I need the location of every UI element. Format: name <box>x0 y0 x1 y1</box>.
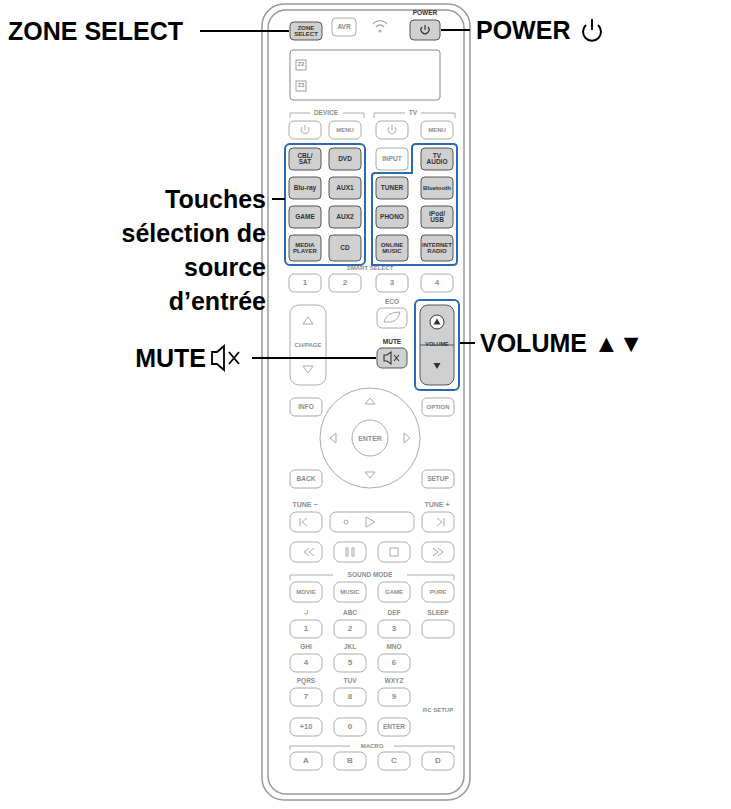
key-label: 3 <box>390 279 394 287</box>
key-label: 6 <box>392 659 396 667</box>
key-label: MOVIE <box>296 589 315 595</box>
key-label: DEF <box>388 610 401 617</box>
key-label: INPUT <box>382 156 402 163</box>
key-label: +10 <box>300 723 313 731</box>
key-label: TUV <box>344 678 357 685</box>
key-label: 5 <box>348 659 352 667</box>
key-label: PHONO <box>380 214 404 221</box>
key-label: MUSIC <box>340 589 359 595</box>
key-label: B <box>347 757 353 765</box>
key-label: TUNE + <box>424 501 449 508</box>
key-label: GAME <box>295 214 315 221</box>
key-label: JKL <box>344 644 356 651</box>
key-label: 7 <box>304 693 308 701</box>
key-label: ENTER <box>358 435 382 442</box>
key-label: CBL/ SAT <box>293 153 317 166</box>
key-label: DEVICE <box>314 110 338 117</box>
key-label: ZONE SELECT <box>292 25 320 37</box>
key-label: ENTER <box>383 724 405 731</box>
key-label: 1 <box>303 279 307 287</box>
key-label: INTERNET RADIO <box>422 242 452 254</box>
key-label: GHI <box>300 644 312 651</box>
key-label: TV AUDIO <box>424 153 450 166</box>
key-label: MENU <box>428 127 446 133</box>
key-label: DVD <box>338 156 352 163</box>
key-label: ONLINE MUSIC <box>378 242 406 254</box>
key-label: 4 <box>304 659 308 667</box>
key-label: A <box>303 757 309 765</box>
key-label: BACK <box>297 476 316 483</box>
key-label: ABC <box>343 610 357 617</box>
key-label: TUNE − <box>292 501 317 508</box>
key-label: 1 <box>304 625 308 633</box>
key-label: D <box>435 757 441 765</box>
key-label: Bluetooth <box>423 185 451 191</box>
key-label: 2 <box>348 625 352 633</box>
key-label: CD <box>340 245 349 252</box>
callout-label: Touches sélection de source d’entrée <box>96 182 266 318</box>
key-label: RC SETUP <box>423 707 453 713</box>
key-label: 2 <box>343 279 347 287</box>
key-label: SOUND MODE <box>348 572 393 579</box>
key-label: TUNER <box>381 185 403 192</box>
key-label: TV <box>409 110 417 117</box>
key-label: 3 <box>392 625 396 633</box>
key-label: 4 <box>435 279 439 287</box>
key-label: CH/PAGE <box>295 342 322 348</box>
key-label: C <box>391 757 397 765</box>
key-label: iPod/ USB <box>424 211 450 224</box>
key-label: OPTION <box>426 404 449 410</box>
key-label: 8 <box>348 693 352 701</box>
key-label: INFO <box>298 404 314 411</box>
key-label: Blu-ray <box>294 185 316 192</box>
key-label: SETUP <box>427 476 449 483</box>
key-label: PURE <box>430 589 447 595</box>
key-label: AVR <box>337 24 350 31</box>
key-label: ECO <box>385 299 399 306</box>
key-label: MENU <box>336 127 354 133</box>
key-label: AUX2 <box>336 214 353 221</box>
callout-label: POWER <box>476 13 570 47</box>
callout-label: VOLUME ▲▼ <box>480 326 643 360</box>
key-label: PQRS <box>297 678 315 685</box>
key-label: WXYZ <box>385 678 404 685</box>
key-label: MUTE <box>383 339 401 346</box>
key-label: MEDIA PLAYER <box>291 242 319 254</box>
key-label: SMART SELECT <box>347 265 394 271</box>
key-label: SLEEP <box>427 610 448 617</box>
key-label: 0 <box>348 723 352 731</box>
key-label: MNO <box>386 644 401 651</box>
key-label: GAME <box>385 589 403 595</box>
callout-label: MUTE <box>135 341 206 375</box>
key-label: Z2 <box>298 62 304 68</box>
key-label: -/ <box>304 610 308 617</box>
key-label: POWER <box>413 10 438 17</box>
callout-label: ZONE SELECT <box>8 14 183 48</box>
key-label: 9 <box>392 693 396 701</box>
key-label: MACRO <box>361 743 384 749</box>
key-label: AUX1 <box>336 185 353 192</box>
key-label: Z3 <box>298 83 304 89</box>
key-label: VOLUME <box>425 342 449 348</box>
